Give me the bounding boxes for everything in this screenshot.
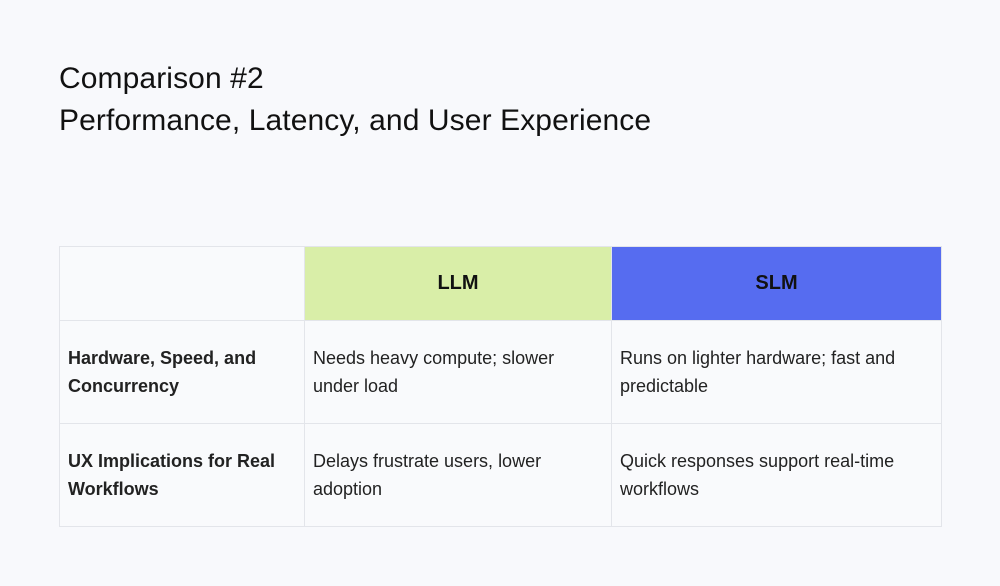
table-header-row: LLM SLM [59, 246, 942, 321]
table-row: Hardware, Speed, and Concurrency Needs h… [59, 320, 942, 424]
row-label: Hardware, Speed, and Concurrency [59, 320, 305, 424]
header-llm: LLM [304, 246, 612, 321]
comparison-table: LLM SLM Hardware, Speed, and Concurrency… [59, 246, 942, 527]
page-title: Comparison #2 Performance, Latency, and … [59, 58, 651, 142]
llm-cell: Delays frustrate users, lower adoption [304, 423, 612, 527]
title-line-2: Performance, Latency, and User Experienc… [59, 104, 652, 137]
slm-cell: Runs on lighter hardware; fast and predi… [611, 320, 942, 424]
header-blank-cell [59, 246, 305, 321]
row-label: UX Implications for Real Workflows [59, 423, 305, 527]
table-row: UX Implications for Real Workflows Delay… [59, 423, 942, 527]
header-slm: SLM [611, 246, 942, 321]
title-line-1: Comparison #2 [59, 62, 264, 95]
llm-cell: Needs heavy compute; slower under load [304, 320, 612, 424]
slm-cell: Quick responses support real-time workfl… [611, 423, 942, 527]
